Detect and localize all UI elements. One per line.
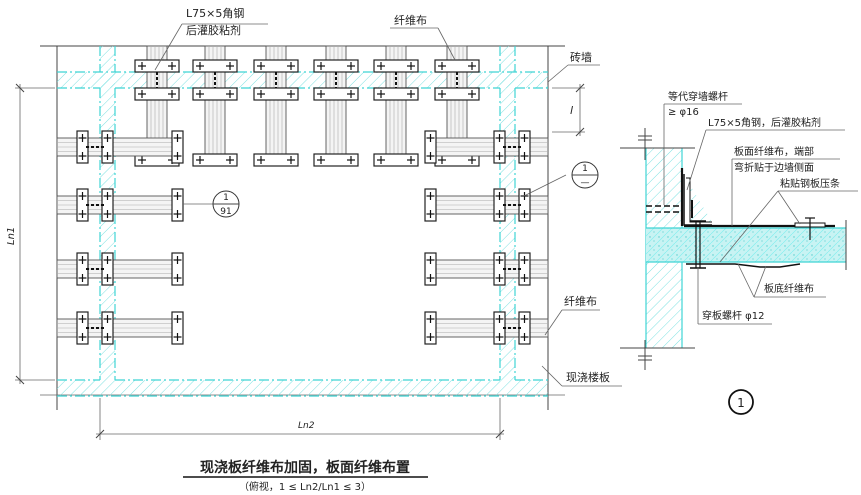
anchor-plate bbox=[171, 311, 184, 345]
wall-bolt-label-1: 等代穿墙螺杆 bbox=[668, 90, 728, 103]
vertical-strip bbox=[313, 45, 359, 167]
section-detail: 等代穿墙螺杆 ≥ φ16 L75×5角钢，后灌胶粘剂 板面纤维布，端部 弯折贴于… bbox=[620, 90, 858, 415]
horizontal-strip-left bbox=[56, 252, 184, 286]
vertical-strip bbox=[253, 45, 299, 167]
slab-bolt-label: 穿板螺杆 φ12 bbox=[702, 309, 765, 322]
horizontal-strip-right bbox=[424, 252, 549, 286]
anchor-plate bbox=[424, 130, 437, 164]
vertical-strip bbox=[434, 45, 480, 167]
angle-steel-label-1: L75×5角钢 bbox=[186, 7, 244, 20]
angle-steel-section-label: L75×5角钢，后灌胶粘剂 bbox=[708, 116, 821, 129]
anchor-plate bbox=[253, 153, 299, 167]
dim-l-label: l bbox=[570, 104, 573, 117]
anchor-plate bbox=[192, 59, 238, 73]
top-fiber-label-1: 板面纤维布，端部 bbox=[734, 145, 814, 158]
horizontal-strip-right bbox=[424, 130, 549, 164]
anchor-plate bbox=[76, 130, 89, 164]
dimension-ln1: Ln1 bbox=[6, 83, 55, 385]
dim-ln1-label: Ln1 bbox=[6, 227, 17, 245]
anchor-plate bbox=[253, 59, 299, 73]
anchor-plate bbox=[434, 87, 480, 101]
bottom-fiber-label: 板底纤维布 bbox=[764, 282, 814, 295]
anchor-plate bbox=[373, 59, 419, 73]
callout-right-bottom: — bbox=[581, 178, 590, 188]
horizontal-strip-left bbox=[56, 188, 184, 222]
horizontal-strip-left bbox=[56, 311, 184, 345]
anchor-plate bbox=[171, 252, 184, 286]
dim-ln2-label: Ln2 bbox=[298, 421, 315, 431]
anchor-plate bbox=[424, 252, 437, 286]
anchor-plate bbox=[313, 153, 359, 167]
anchor-plate bbox=[171, 130, 184, 164]
vertical-strip bbox=[134, 45, 180, 167]
fiber-cloth-top-label: 纤维布 bbox=[394, 14, 427, 27]
callout-right: 1 — bbox=[523, 161, 599, 197]
drawing-title: 现浇板纤维布加固，板面纤维布置 （俯视，1 ≤ Ln2/Ln1 ≤ 3） bbox=[183, 459, 428, 493]
anchor-plate bbox=[434, 59, 480, 73]
dimension-ln2: Ln2 bbox=[95, 398, 505, 440]
angle-steel-label-2: 后灌胶粘剂 bbox=[186, 23, 241, 37]
anchor-plate bbox=[192, 153, 238, 167]
anchor-plate bbox=[76, 188, 89, 222]
wall-bolt-label-2: ≥ φ16 bbox=[668, 107, 699, 118]
anchor-plate bbox=[313, 87, 359, 101]
callout-left-bottom: 91 bbox=[220, 207, 231, 217]
horizontal-strip-left bbox=[56, 130, 184, 164]
detail-mark-number: 1 bbox=[737, 396, 745, 410]
top-fiber-label-2: 弯折贴于边墙侧面 bbox=[734, 161, 814, 174]
cast-slab-label: 现浇楼板 bbox=[566, 370, 610, 384]
plan-annotations: L75×5角钢 后灌胶粘剂 纤维布 砖墙 纤维布 现浇楼板 bbox=[154, 7, 622, 387]
callout-left: 1 91 bbox=[183, 190, 240, 218]
title-main: 现浇板纤维布加固，板面纤维布置 bbox=[200, 459, 410, 476]
fiber-cloth-right-label: 纤维布 bbox=[564, 295, 597, 308]
anchor-plate bbox=[373, 153, 419, 167]
anchor-plate bbox=[373, 87, 419, 101]
anchor-plate bbox=[134, 87, 180, 101]
anchor-plate bbox=[192, 87, 238, 101]
horizontal-strip-right bbox=[424, 188, 549, 222]
horizontal-strip-right bbox=[424, 311, 549, 345]
brick-wall-walls bbox=[57, 46, 548, 397]
section-slab bbox=[646, 228, 846, 262]
anchor-plate bbox=[424, 311, 437, 345]
anchor-plate bbox=[518, 311, 531, 345]
vertical-fiber-strips bbox=[134, 45, 480, 167]
anchor-plate bbox=[424, 188, 437, 222]
horizontal-fiber-strips bbox=[56, 130, 549, 345]
vertical-strip bbox=[373, 45, 419, 167]
plan-view: l Ln1 Ln2 L75×5角钢 后灌胶粘剂 bbox=[6, 7, 622, 440]
anchor-plate bbox=[171, 188, 184, 222]
anchor-plate bbox=[313, 59, 359, 73]
callout-right-top: 1 bbox=[582, 164, 588, 174]
title-sub: （俯视，1 ≤ Ln2/Ln1 ≤ 3） bbox=[239, 480, 371, 493]
dimension-l: l bbox=[552, 83, 585, 137]
brick-wall-label: 砖墙 bbox=[570, 50, 592, 64]
detail-mark-circle bbox=[728, 389, 754, 415]
callout-left-top: 1 bbox=[223, 193, 229, 203]
anchor-plate bbox=[253, 87, 299, 101]
steel-strip-label: 粘贴钢板压条 bbox=[780, 177, 840, 190]
vertical-strip bbox=[192, 45, 238, 167]
